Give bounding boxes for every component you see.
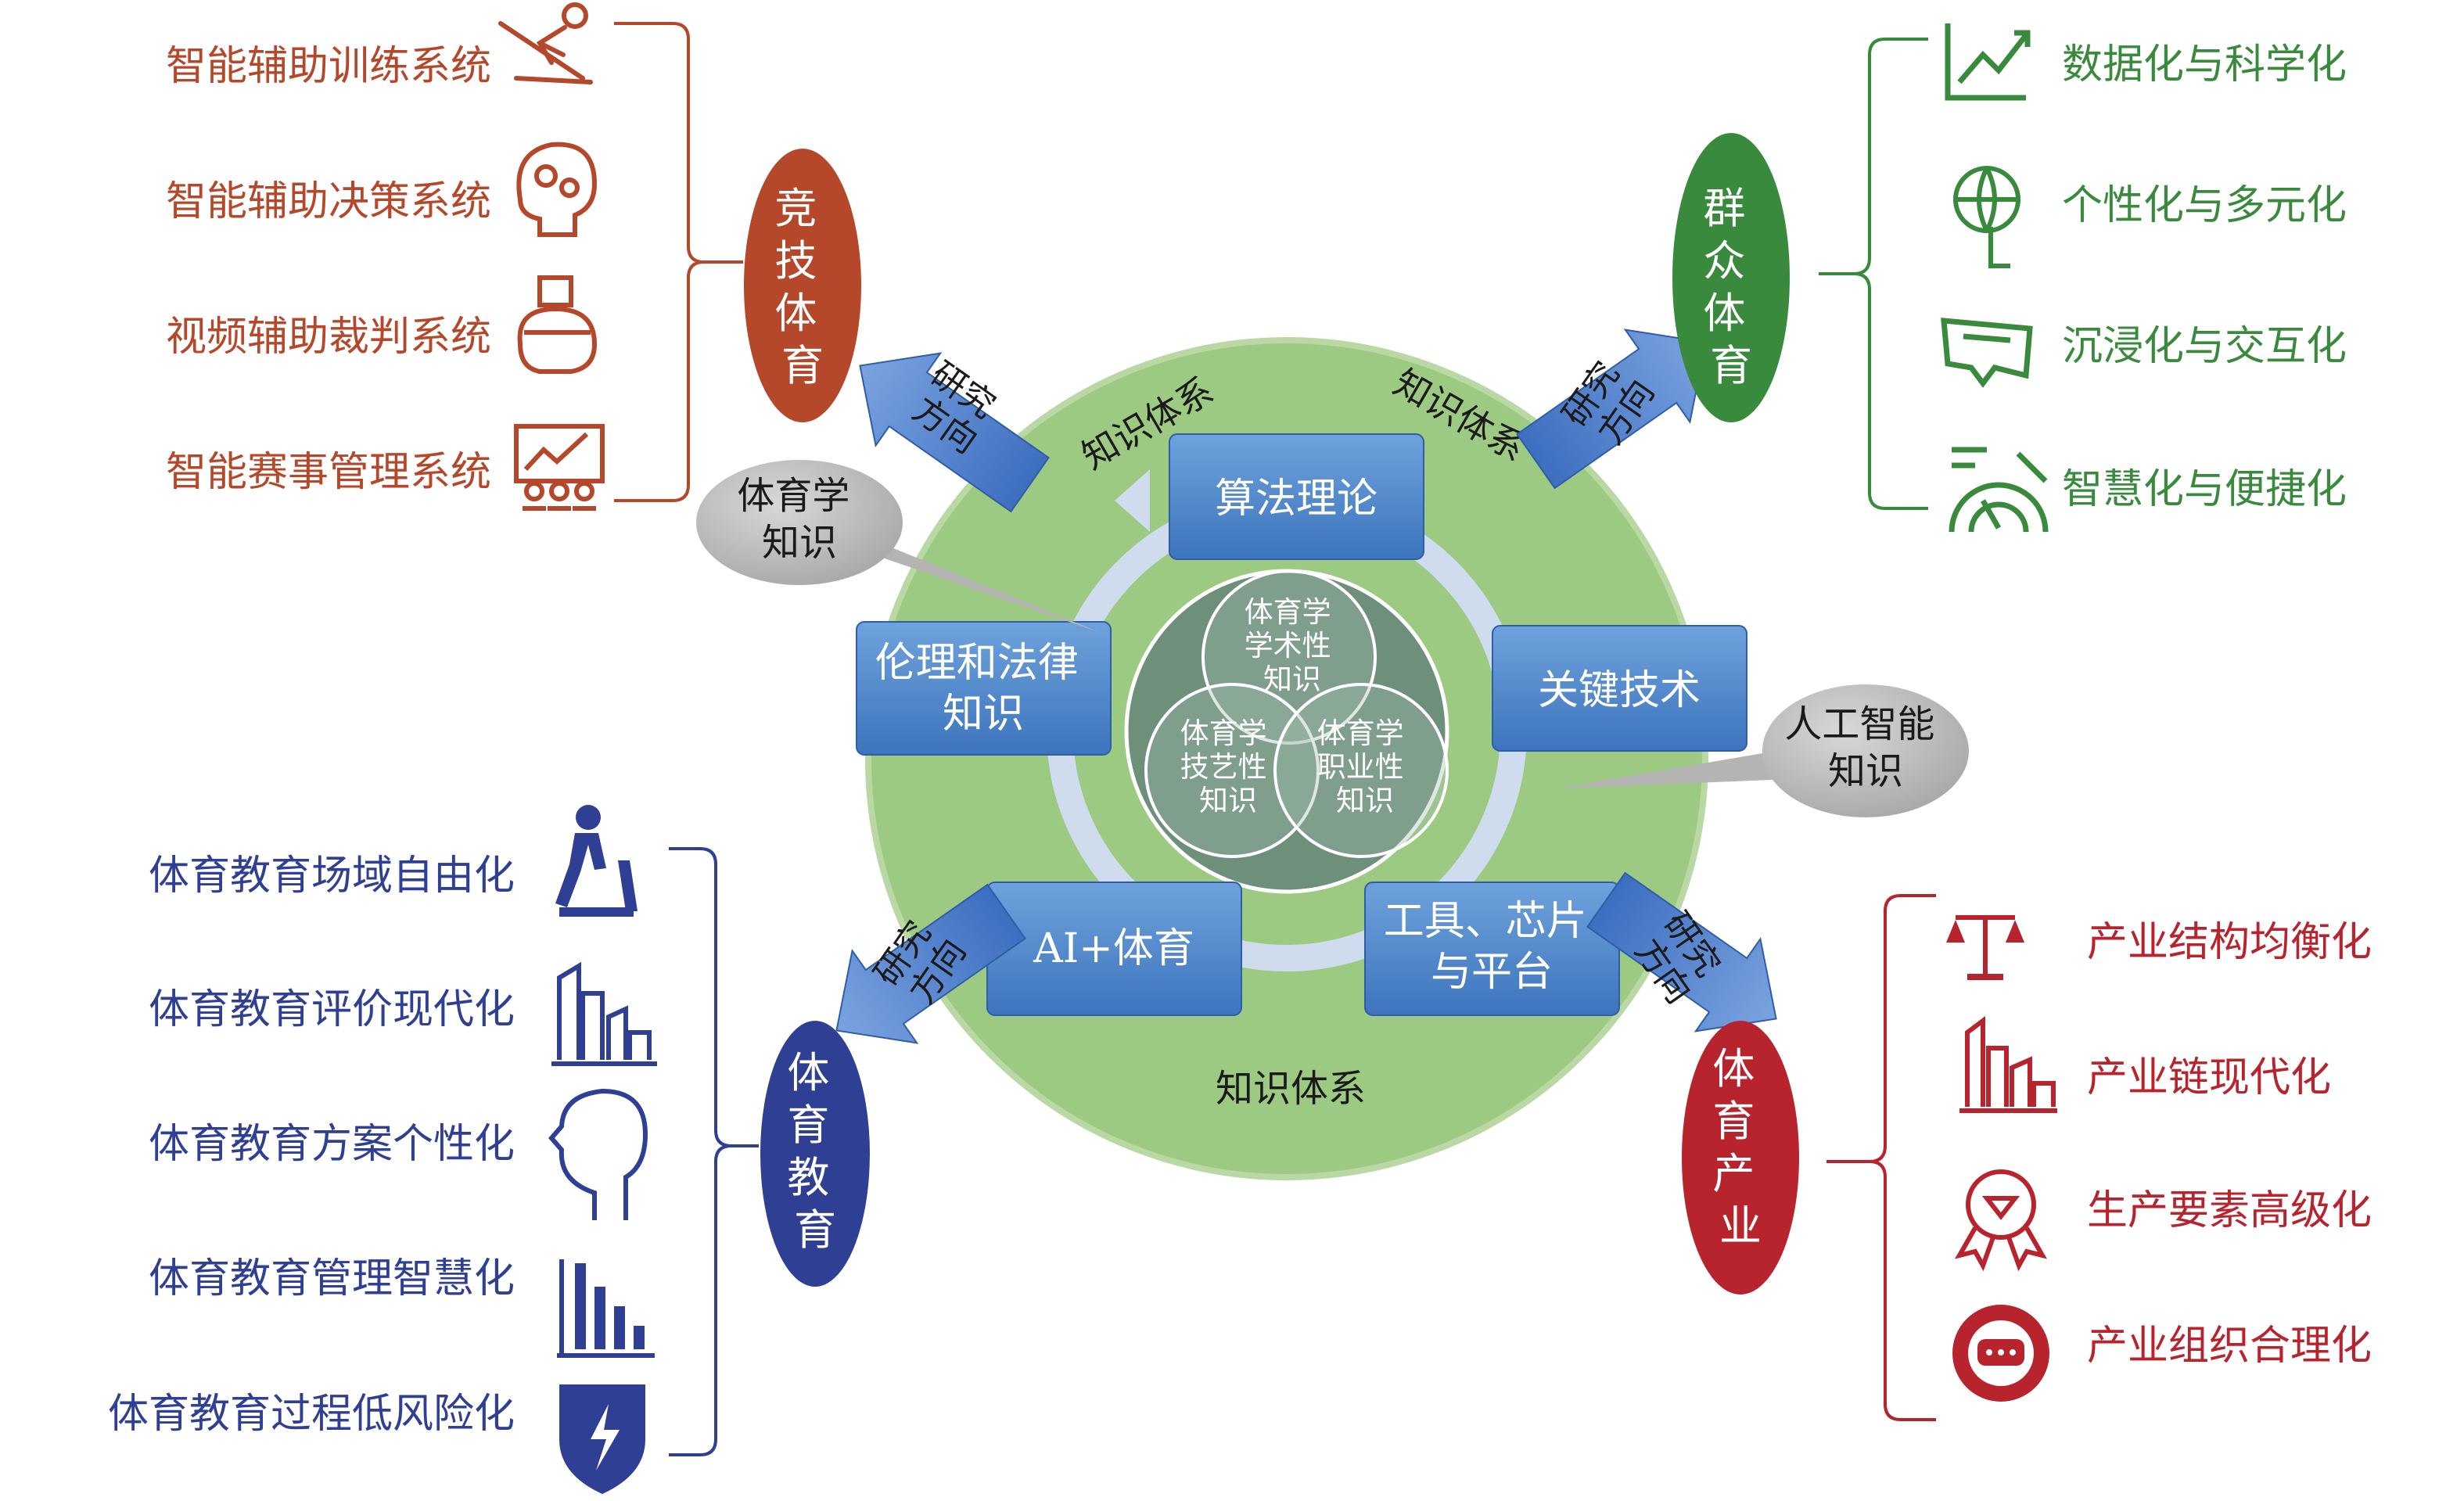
factory-icon [1959,1016,2057,1113]
gauge-icon [1949,447,2049,533]
svg-text:算法理论: 算法理论 [1215,476,1377,522]
cycle-arrowhead [1115,469,1150,532]
venn-academic-label: 体育学 学术性 知识 [1245,595,1341,696]
mass-title-oval [1672,133,1790,422]
industry-item-2: 产业链现代化 [2087,1054,2331,1101]
box-ai-sports: AI+体育 [986,882,1242,1016]
competitive-item-4: 智能赛事管理系统 [166,449,491,496]
box-tools: 工具、芯片 与平台 [1364,882,1620,1016]
education-item-3: 体育教育方案个性化 [149,1121,515,1168]
globe-touch-icon [1953,166,2020,268]
venn-artistic [1144,683,1320,858]
venn-artistic-label: 体育学 技艺性 知识 [1180,716,1277,817]
svg-text:伦理和法律 知识: 伦理和法律 知识 [875,640,1092,738]
competitive-item-2: 智能辅助决策系统 [166,178,491,225]
education-title: 体 育 教 育 [787,1048,842,1255]
industry-item-1: 产业结构均衡化 [2087,919,2372,966]
callout-sports-knowledge: 体育学 知识 [696,460,1099,632]
presentation-icon [514,424,605,511]
mass-item-2: 个性化与多元化 [2062,182,2347,229]
outer-knowledge-label: 知识体系 [1216,1067,1366,1111]
head-icon [548,1088,648,1220]
scale-icon [1946,915,2024,980]
quadrant-industry: 体 育 产 业 产业结构均衡化 产业链现代化 生产要素高级化 产业组织合理化 [1682,894,2372,1421]
competitive-item-1: 智能辅助训练系统 [166,43,491,90]
industry-item-4: 产业组织合理化 [2087,1323,2372,1370]
quadrant-education: 体 育 教 育 体育教育场域自由化 体育教育评价现代化 体育教育方案个性化 体育… [108,805,870,1494]
competitive-title: 竞 技 体 育 [774,184,830,390]
mass-item-3: 沉浸化与交互化 [2062,323,2347,370]
quadrant-mass: 群 众 体 育 数据化与科学化 个性化与多元化 沉浸化与交互化 智慧化与便捷化 [1672,23,2347,533]
industry-bracket [1826,894,1936,1421]
svg-text:工具、芯片 与平台: 工具、芯片 与平台 [1384,898,1600,996]
vr-head-icon [517,275,598,374]
award-icon [1954,1169,2048,1272]
mass-title: 群 众 体 育 [1703,184,1758,390]
venn-professional-label: 体育学 职业性 知识 [1317,716,1413,817]
industry-item-3: 生产要素高级化 [2087,1187,2372,1234]
callout-ai-knowledge: 人工智能 知识 [1557,684,1969,817]
quadrant-competitive: 竞 技 体 育 智能辅助训练系统 智能辅助决策系统 视频辅助裁判系统 智能赛事管… [166,2,861,511]
svg-text:AI+体育: AI+体育 [1033,925,1194,972]
industry-title-oval [1682,1021,1799,1295]
chat-icon [1952,1305,2049,1402]
svg-text:人工智能 知识: 人工智能 知识 [1784,702,1946,793]
box-ethics: 伦理和法律 知识 [856,621,1112,756]
mass-item-1: 数据化与科学化 [2062,41,2347,88]
education-item-1: 体育教育场域自由化 [149,853,515,900]
arrow-to-competitive [859,352,1050,513]
industry-title: 体 育 产 业 [1712,1044,1768,1251]
education-bracket [669,847,759,1456]
arrow-to-education [835,883,1026,1044]
mass-bracket [1819,38,1928,510]
education-item-5: 体育教育过程低风险化 [108,1391,515,1438]
city-icon [551,961,657,1066]
knowledge-system: 体育学 学术性 知识 体育学 技艺性 知识 体育学 职业性 知识 算法理论 关键… [856,337,1747,1180]
box-algorithm: 算法理论 [1169,433,1424,560]
svg-text:体育学 知识: 体育学 知识 [737,474,861,565]
education-item-4: 体育教育管理智慧化 [149,1255,515,1302]
competitive-bracket [614,22,743,502]
competitive-title-oval [744,149,861,422]
svg-text:关键技术: 关键技术 [1538,667,1701,714]
brain-gears-icon [516,142,598,237]
treadmill-icon [555,805,638,917]
skier-icon [498,2,593,84]
vr-goggles-icon [1941,318,2033,388]
shield-bolt-icon [559,1384,645,1494]
venn-academic [1201,569,1377,745]
box-key-tech: 关键技术 [1492,625,1747,752]
chart-icon [1945,23,2031,101]
education-title-oval [760,1021,870,1287]
mass-item-4: 智慧化与便捷化 [2062,466,2347,513]
venn-professional [1273,683,1449,858]
bar-chart-icon [557,1259,655,1358]
competitive-item-3: 视频辅助裁判系统 [166,314,491,361]
education-item-2: 体育教育评价现代化 [149,986,515,1033]
